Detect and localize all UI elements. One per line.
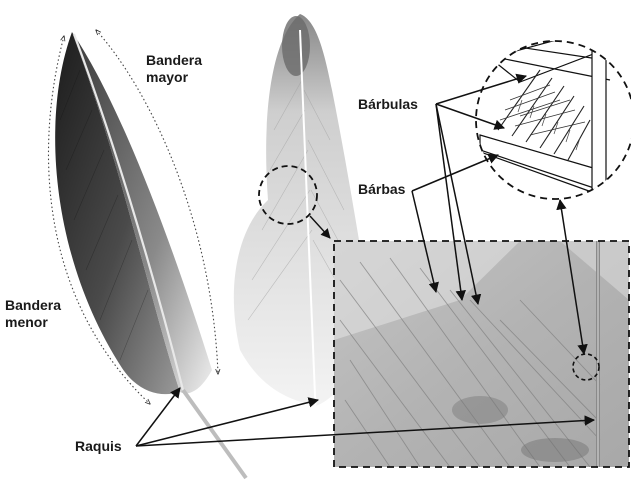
label-bandera-menor-line1: Bandera [5,297,61,314]
label-bandera-menor-line2: menor [5,314,61,331]
label-bandera-menor: Bandera menor [5,297,61,331]
label-bandera-mayor-line2: mayor [146,69,202,86]
label-barbulas: Bárbulas [358,96,418,113]
label-barbas: Bárbas [358,181,405,198]
label-raquis: Raquis [75,438,122,455]
label-bandera-mayor: Bandera mayor [146,52,202,86]
barbules-detail-circle [475,20,631,210]
dark-feather [55,32,246,478]
label-bandera-mayor-line1: Bandera [146,52,202,69]
